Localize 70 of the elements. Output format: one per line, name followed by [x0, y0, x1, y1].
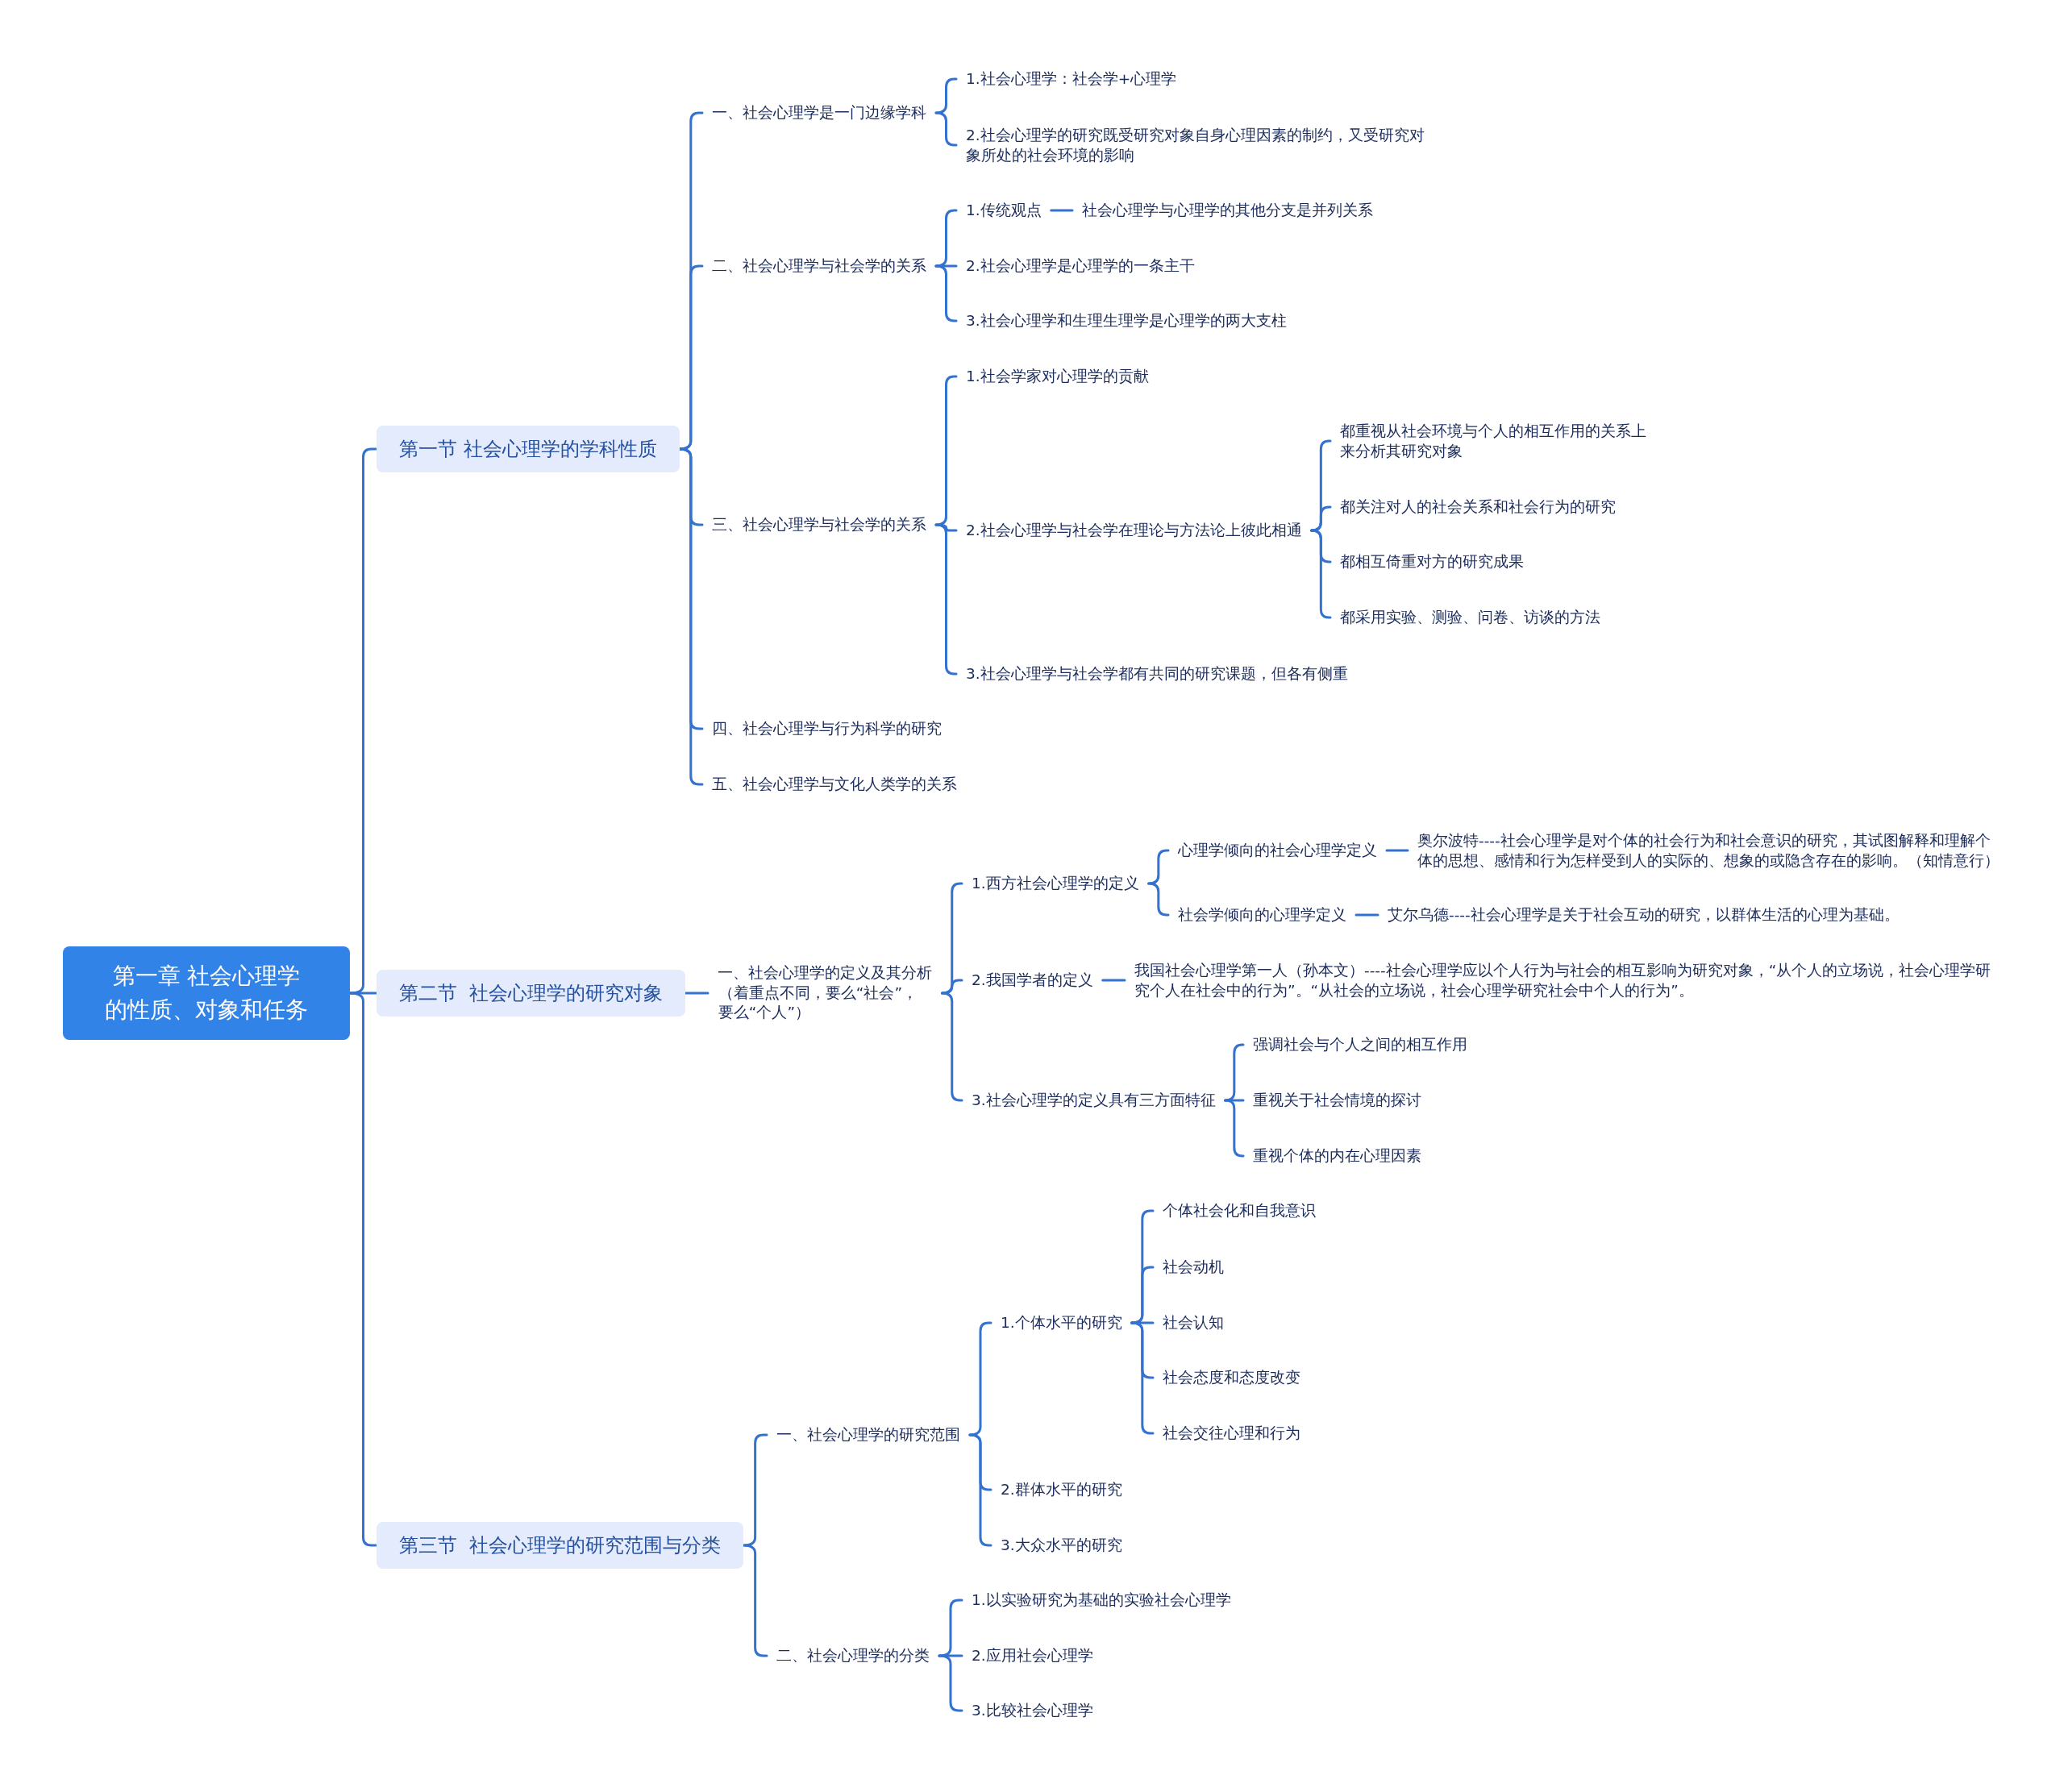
section-topic-box: 第一节 社会心理学的学科性质: [377, 426, 680, 472]
topic-text: 3.社会心理学的定义具有三方面特征: [962, 1087, 1226, 1114]
connector-line: [1050, 209, 1074, 212]
connector-line: [934, 523, 958, 676]
topic-text: 1.社会学家对心理学的贡献: [956, 363, 1159, 390]
topic-text: 重视个体的内在心理因素: [1243, 1142, 1431, 1170]
connector-line: [348, 992, 378, 1547]
topic-text: 3.大众水平的研究: [991, 1532, 1132, 1559]
topic-text: 四、社会心理学与行为科学的研究: [702, 715, 951, 742]
topic-text: 3.社会心理学和生理生理学是心理学的两大支柱: [956, 307, 1296, 335]
connector-line: [1310, 529, 1332, 619]
connector-line: [941, 992, 963, 1102]
connector-line: [1310, 505, 1332, 532]
topic-text: 社会交往心理和行为: [1153, 1420, 1310, 1447]
connector-line: [1130, 1266, 1155, 1324]
connector-line: [934, 264, 958, 322]
topic-text: 3.比较社会心理学: [962, 1697, 1103, 1724]
topic-text: 都采用实验、测验、问卷、访谈的方法: [1330, 604, 1610, 631]
root-topic-box: 第一章 社会心理学的性质、对象和任务: [63, 946, 350, 1040]
connector-line: [934, 111, 958, 147]
topic-text: 一、社会心理学的定义及其分析（着重点不同，要么“社会”，要么“个人”）: [708, 960, 943, 1026]
topic-text: 3.社会心理学与社会学都有共同的研究课题，但各有侧重: [956, 660, 1358, 688]
connector-line: [678, 264, 704, 451]
connector-line: [934, 209, 958, 268]
topic-text: 艾尔乌德----社会心理学是关于社会互动的研究，以群体生活的心理为基础。: [1378, 901, 1909, 929]
connector-line: [934, 77, 958, 114]
connector-line: [1224, 1043, 1245, 1102]
connector-line: [1224, 1099, 1245, 1158]
topic-text: 都关注对人的社会关系和社会行为的研究: [1330, 493, 1625, 521]
connector-line: [348, 447, 378, 995]
topic-text: 2.社会心理学是心理学的一条主干: [956, 252, 1205, 280]
topic-text: 1.传统观点: [956, 197, 1051, 224]
topic-text: 强调社会与个人之间的相互作用: [1243, 1031, 1477, 1058]
topic-text: 心理学倾向的社会心理学定义: [1168, 837, 1387, 864]
connector-line: [1147, 849, 1170, 885]
topic-text: 社会态度和态度改变: [1153, 1364, 1310, 1391]
topic-text: 我国社会心理学第一人（孙本文）----社会心理学应以个人行为与社会的相互影响为研究对象，“从个人的立场说，社会心理学研究个人在社会中的行为”。“从社会的立场说，社会心理学研究社会中个人的行为”。: [1125, 957, 2001, 1004]
topic-text: 重视关于社会情境的探讨: [1243, 1087, 1431, 1114]
connector-line: [1354, 913, 1379, 917]
connector-line: [934, 375, 958, 526]
topic-text: 1.以实验研究为基础的实验社会心理学: [962, 1586, 1241, 1614]
section-topic-box: 第二节 社会心理学的研究对象: [377, 970, 686, 1017]
topic-text: 社会认知: [1153, 1309, 1234, 1337]
topic-text: 都相互倚重对方的研究成果: [1330, 548, 1533, 576]
topic-text: 社会心理学与心理学的其他分支是并列关系: [1072, 197, 1383, 224]
topic-text: 二、社会心理学的分类: [767, 1642, 939, 1669]
topic-text: 个体社会化和自我意识: [1153, 1197, 1325, 1224]
connector-line: [1101, 979, 1126, 982]
topic-text: 社会动机: [1153, 1254, 1234, 1281]
connector-line: [1147, 882, 1170, 917]
topic-text: 2.社会心理学与社会学在理论与方法论上彼此相通: [956, 517, 1312, 544]
connector-line: [1385, 849, 1409, 852]
topic-text: 2.社会心理学的研究既受研究对象自身心理因素的制约，又受研究对象所处的社会环境的影响: [956, 122, 1435, 168]
topic-text: 三、社会心理学与社会学的关系: [702, 511, 936, 538]
connector-line: [678, 447, 704, 786]
topic-text: 1.西方社会心理学的定义: [962, 870, 1149, 897]
topic-text: 2.应用社会心理学: [962, 1642, 1103, 1669]
topic-text: 一、社会心理学的研究范围: [767, 1421, 970, 1449]
topic-text: 1.个体水平的研究: [991, 1309, 1132, 1337]
topic-text: 社会学倾向的心理学定义: [1168, 901, 1356, 929]
topic-text: 都重视从社会环境与个人的相互作用的关系上来分析其研究对象: [1330, 418, 1657, 464]
topic-text: 奥尔波特----社会心理学是对个体的社会行为和社会意识的研究，其试图解释和理解个体的思想、感情和行为怎样受到人的实际的、想象的或隐含存在的影响。（知情意行）: [1408, 827, 2010, 874]
topic-text: 二、社会心理学与社会学的关系: [702, 252, 936, 280]
topic-text: 1.社会心理学：社会学+心理学: [956, 65, 1187, 93]
section-topic-box: 第三节 社会心理学的研究范围与分类: [377, 1522, 744, 1569]
topic-text: 2.群体水平的研究: [991, 1476, 1132, 1503]
topic-text: 一、社会心理学是一门边缘学科: [702, 99, 936, 127]
topic-text: 2.我国学者的定义: [962, 967, 1103, 994]
connector-line: [941, 979, 963, 995]
topic-text: 五、社会心理学与文化人类学的关系: [702, 771, 967, 798]
